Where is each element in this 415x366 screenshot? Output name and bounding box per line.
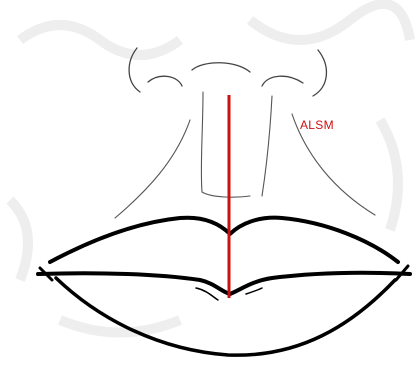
alsm-label: ALSM xyxy=(300,118,334,132)
philtrum-outline xyxy=(115,92,375,218)
